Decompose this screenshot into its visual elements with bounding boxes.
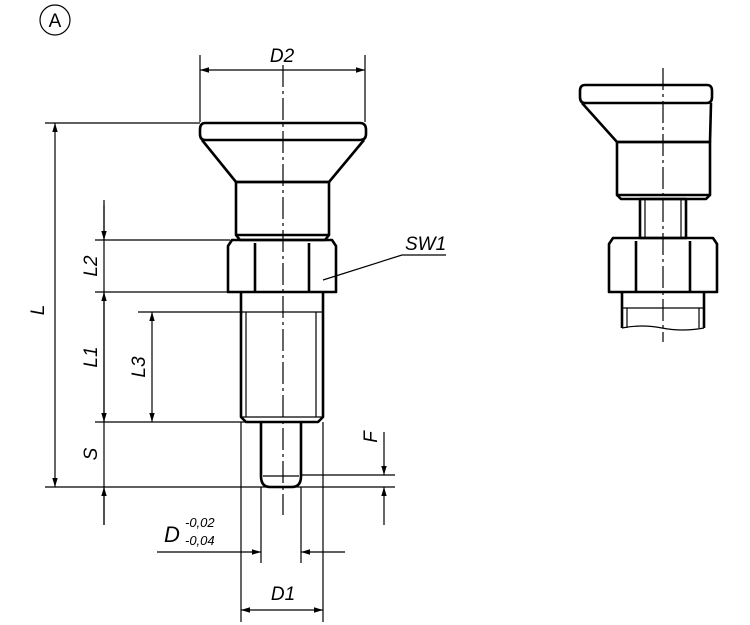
secondary-view-part [578,68,719,342]
s-label: S [81,447,102,460]
l2-label: L2 [81,255,102,277]
f-label: F [361,430,382,443]
view-marker: A [39,4,71,36]
dimension-d1: D1 [240,422,324,622]
dimension-sw1: SW1 [322,234,446,281]
l3-label: L3 [129,356,150,378]
d2-label: D2 [270,46,295,67]
main-view-part [198,65,368,515]
dimension-d2: D2 [199,46,366,122]
dimension-chain-l2-l1-s: L2 L1 S [81,200,245,525]
d1-label: D1 [271,584,295,605]
dimension-l3: L3 [129,311,243,422]
dimension-f: F [302,430,395,525]
dimension-d: D -0,02 -0,04 [157,487,345,563]
l-label: L [28,305,49,316]
d-lower-tolerance: -0,04 [185,533,215,548]
d-label: D [164,522,180,547]
l1-label: L1 [81,346,102,367]
sw1-label: SW1 [405,234,446,255]
d-upper-tolerance: -0,02 [185,515,215,530]
dimension-l: L [28,122,395,488]
view-marker-label: A [49,11,62,32]
